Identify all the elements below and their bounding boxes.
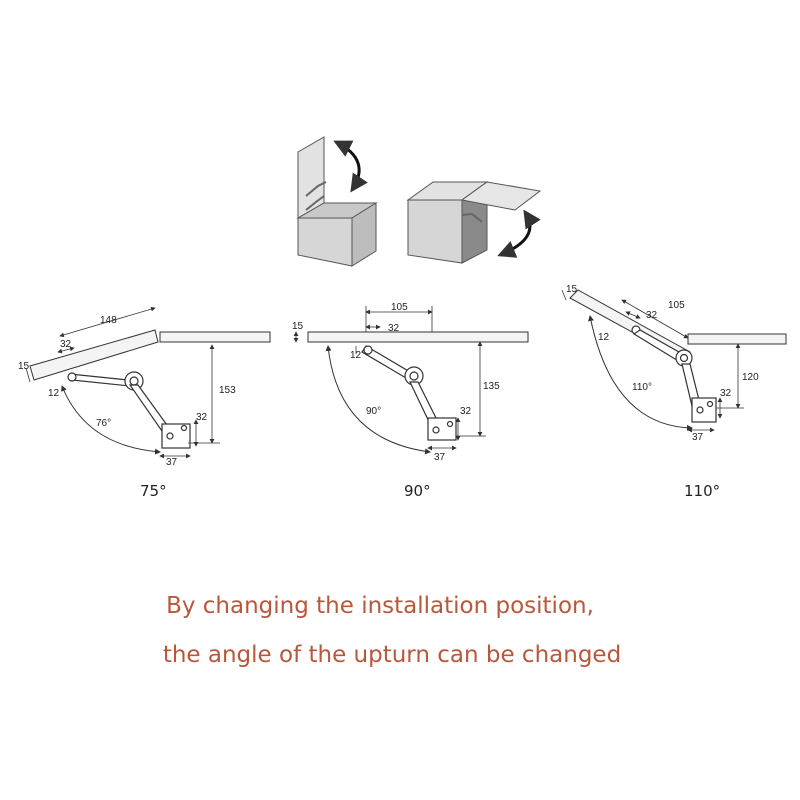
dim-height-90: 135 — [483, 381, 500, 392]
angle-label-75: 75° — [140, 482, 167, 500]
diagram-90: 105 32 15 12 135 32 37 90° 90° — [292, 302, 529, 500]
dim-height-75: 153 — [219, 385, 236, 396]
dim-height-110: 120 — [742, 372, 759, 383]
dim-offset-a-90: 32 — [388, 323, 400, 334]
swing-angle-90: 90° — [366, 406, 381, 417]
dim-base-height-75: 32 — [196, 412, 208, 423]
swing-angle-75: 76° — [96, 418, 111, 429]
diagram-110: 105 32 15 12 120 32 37 110° 110° — [561, 284, 787, 500]
dim-offset-b-90: 12 — [350, 350, 362, 361]
dim-thickness-110: 15 — [566, 284, 578, 295]
dim-base-width-75: 37 — [166, 457, 178, 468]
diagram-75: 148 32 15 12 153 32 37 76° 75° — [18, 306, 271, 500]
dim-panel-length-90: 105 — [391, 302, 408, 313]
dim-offset-a-75: 32 — [60, 339, 72, 350]
dim-thickness-90: 15 — [292, 321, 304, 332]
angle-label-90: 90° — [404, 482, 431, 500]
dim-base-width-90: 37 — [434, 452, 446, 463]
angle-label-110: 110° — [684, 482, 720, 500]
dim-base-height-90: 32 — [460, 406, 472, 417]
cabinet-illustration-left — [296, 136, 378, 267]
dim-offset-b-75: 12 — [48, 388, 60, 399]
dim-offset-a-110: 32 — [646, 310, 658, 321]
dim-base-height-110: 32 — [720, 388, 732, 399]
dim-panel-length-110: 105 — [668, 300, 685, 311]
dim-panel-length-75: 148 — [100, 315, 117, 326]
caption-line-2: the angle of the upturn can be changed — [162, 642, 622, 668]
caption-line-1: By changing the installation position, — [166, 593, 594, 619]
dim-base-width-110: 37 — [692, 432, 704, 443]
swing-angle-110: 110° — [632, 382, 652, 393]
cabinet-illustration-right — [406, 181, 542, 264]
dim-offset-b-110: 12 — [598, 332, 610, 343]
dim-thickness-75: 15 — [18, 361, 30, 372]
